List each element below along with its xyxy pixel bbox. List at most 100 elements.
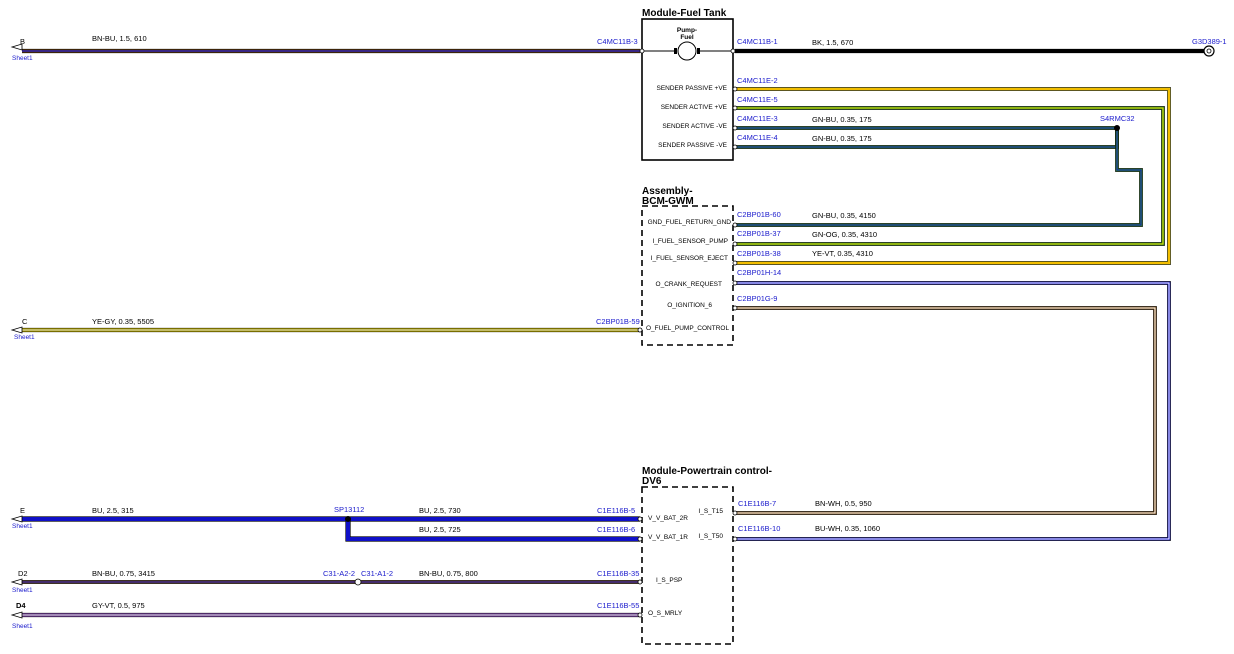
wire-bu725-spec: BU, 2.5, 725 [419, 525, 461, 534]
offpage-e-sheet[interactable]: Sheet1 [12, 523, 33, 530]
conn-c4mc11e-5: C4MC11E-5 [737, 95, 778, 104]
ground-icon [1203, 45, 1215, 57]
conn-c4mc11b-1: C4MC11B-1 [737, 37, 778, 46]
conn-c31-a2-2: C31-A2-2 [323, 569, 355, 578]
bcm-title-2: BCM-GWM [642, 196, 694, 207]
offpage-d2[interactable]: D2 Sheet1 [10, 569, 33, 594]
wire-e5[interactable] [735, 106, 1165, 246]
pin-dot [732, 260, 738, 266]
offpage-b[interactable]: B Sheet1 [10, 37, 33, 62]
wire-t15[interactable] [735, 306, 1157, 515]
offpage-b-sheet[interactable]: Sheet1 [12, 55, 33, 62]
bcm-title-1: Assembly- [642, 186, 693, 197]
wires-layer [22, 48, 1204, 618]
offpage-c-sheet[interactable]: Sheet1 [14, 334, 35, 341]
offpage-d4[interactable]: D4 Sheet1 [10, 601, 33, 630]
module-pcm: Module-Powertrain control- DV6 V_V_BAT_2… [641, 466, 772, 645]
offpage-e-letter: E [20, 506, 25, 515]
wire-bu725[interactable] [345, 519, 640, 542]
pin-gnd-fuel-return: GND_FUEL_RETURN_GND [648, 219, 732, 226]
wire-b60[interactable] [735, 128, 1143, 227]
offpage-arrow-icon [10, 611, 23, 619]
wire-d2b-spec: BN-BU, 0.75, 800 [419, 569, 478, 578]
pin-dots [637, 48, 738, 618]
splice-s4rmc32[interactable]: S4RMC32 [1100, 114, 1135, 131]
conn-c2bp01g-9: C2BP01G-9 [737, 294, 777, 303]
wire-c-spec: YE-GY, 0.35, 5505 [92, 317, 154, 326]
pin-s-t15: I_S_T15 [698, 508, 723, 515]
offpage-c-letter: C [22, 317, 28, 326]
wire-d2a-spec: BN-BU, 0.75, 3415 [92, 569, 155, 578]
module-fuel-tank: Module-Fuel Tank Pump- Fuel SENDER PASSI… [641, 8, 734, 161]
conn-c31-a1-2: C31-A1-2 [361, 569, 393, 578]
wire-e4-spec: GN-BU, 0.35, 175 [812, 134, 872, 143]
wire-t15-spec: BN-WH, 0.5, 950 [815, 499, 872, 508]
pin-ignition-6: O_IGNITION_6 [667, 302, 712, 309]
pin-dot [637, 516, 643, 522]
wire-e2[interactable] [735, 87, 1171, 265]
conn-c2bp01h-14: C2BP01H-14 [737, 268, 781, 277]
pin-dot [732, 536, 738, 542]
inline-connector-icon [354, 578, 362, 586]
conn-c2bp01b-59: C2BP01B-59 [596, 317, 640, 326]
ground-g3d389[interactable]: G3D389-1 [1192, 37, 1227, 57]
pin-dot [732, 144, 738, 150]
pin-dot [730, 48, 736, 54]
ground-label: G3D389-1 [1192, 37, 1227, 46]
offpage-arrow-icon [10, 43, 23, 51]
pin-s-psp: I_S_PSP [656, 577, 682, 584]
wire-d4-spec: GY-VT, 0.5, 975 [92, 601, 145, 610]
conn-c1e116b-10: C1E116B-10 [738, 524, 780, 533]
pcm-box [641, 486, 734, 645]
offpage-d2-letter: D2 [18, 569, 28, 578]
wire-t50-spec: BU-WH, 0.35, 1060 [815, 524, 880, 533]
offpage-e[interactable]: E Sheet1 [10, 506, 33, 530]
conn-c1e116b-35: C1E116B-35 [597, 569, 639, 578]
offpage-d4-sheet[interactable]: Sheet1 [12, 623, 33, 630]
pin-dot [732, 510, 738, 516]
pin-sender-active-pos: SENDER ACTIVE +VE [661, 104, 728, 111]
offpage-arrow-icon [10, 326, 23, 334]
wire-t50[interactable] [735, 281, 1171, 541]
conn-c2bp01b-60: C2BP01B-60 [737, 210, 781, 219]
pin-fuel-sensor-eject: I_FUEL_SENSOR_EJECT [651, 255, 728, 262]
offpage-d4-letter: D4 [16, 601, 26, 610]
pin-dot [639, 48, 645, 54]
splice-dot-icon [345, 516, 351, 522]
pin-s-t50: I_S_T50 [698, 533, 723, 540]
pcm-title-2: DV6 [642, 476, 662, 487]
offpage-b-letter: B [20, 37, 25, 46]
pin-dot [732, 125, 738, 131]
conn-c1e116b-7: C1E116B-7 [738, 499, 776, 508]
wire-e4[interactable] [735, 128, 1119, 149]
wire-b37-spec: GN-OG, 0.35, 4310 [812, 230, 877, 239]
motor-icon [677, 41, 697, 61]
wire-b38-spec: YE-VT, 0.35, 4310 [812, 249, 873, 258]
inline-connector-c31[interactable]: C31-A2-2 C31-A1-2 [323, 569, 393, 586]
pin-dot [732, 241, 738, 247]
module-fuel-tank-title: Module-Fuel Tank [642, 8, 727, 19]
pcm-title-1: Module-Powertrain control- [642, 466, 772, 477]
fuel-pump-symbol: Pump- Fuel [644, 27, 731, 61]
bcm-box [641, 205, 734, 346]
pin-v-bat-1r: V_V_BAT_1R [648, 534, 688, 541]
pin-fuel-pump-control: O_FUEL_PUMP_CONTROL [646, 325, 729, 332]
wire-bu730-spec: BU, 2.5, 730 [419, 506, 461, 515]
wire-e3-spec: GN-BU, 0.35, 175 [812, 115, 872, 124]
splice-s4rmc32-label: S4RMC32 [1100, 114, 1135, 123]
pin-dot [732, 105, 738, 111]
wire-e-spec: BU, 2.5, 315 [92, 506, 134, 515]
wire-labels: BN-BU, 1.5, 610 C4MC11B-3 C4MC11B-1 BK, … [92, 34, 880, 610]
conn-c1e116b-55: C1E116B-55 [597, 601, 639, 610]
conn-c2bp01b-38: C2BP01B-38 [737, 249, 781, 258]
pin-dot [637, 536, 643, 542]
splice-sp13112[interactable]: SP13112 [334, 505, 364, 522]
conn-c4mc11e-3: C4MC11E-3 [737, 114, 778, 123]
offpage-arrow-icon [10, 578, 23, 586]
offpage-c[interactable]: C Sheet1 [10, 317, 35, 341]
offpage-d2-sheet[interactable]: Sheet1 [12, 587, 33, 594]
pump-label-1: Pump- [677, 27, 697, 34]
pin-dot [732, 86, 738, 92]
pin-sender-passive-pos: SENDER PASSIVE +VE [656, 85, 727, 92]
